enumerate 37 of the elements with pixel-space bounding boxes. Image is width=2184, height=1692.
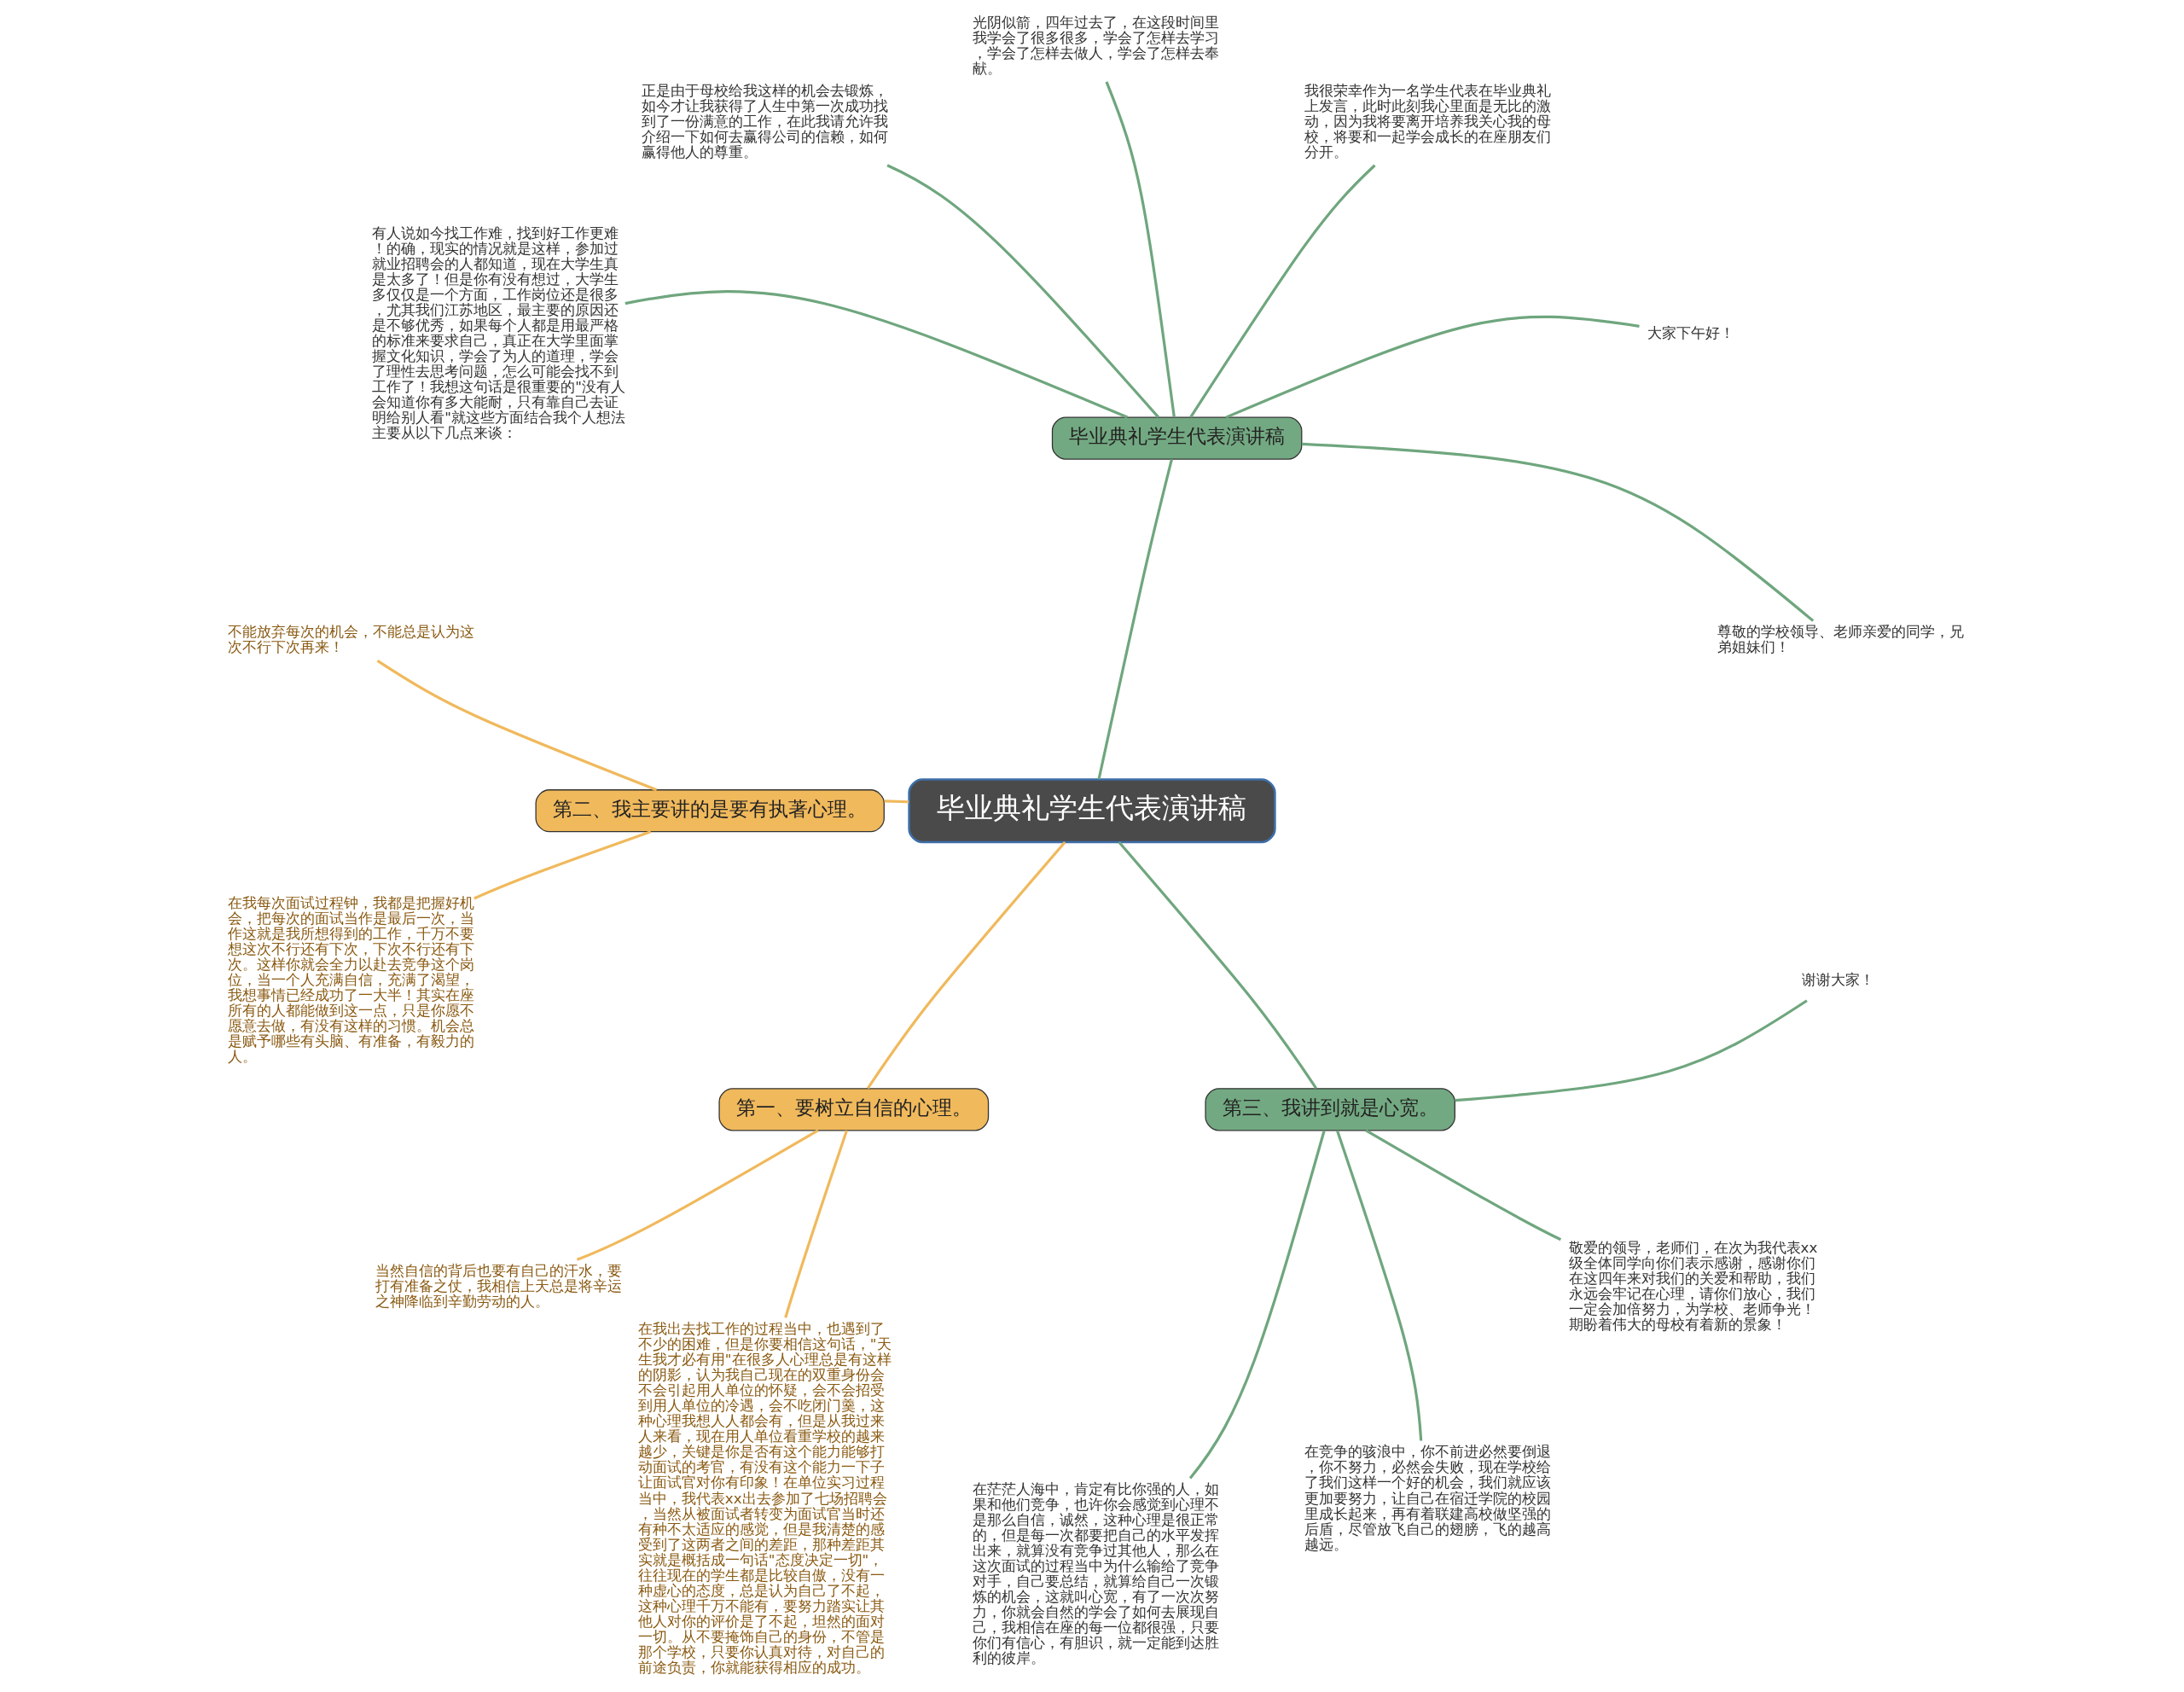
node-text: 光阴似箭，四年过去了，在这段时间里我学会了很多很多，学会了怎样去学习，学会了怎样去做人，学会了怎样去奉献。: [973, 13, 1220, 78]
node-text: 不能放弃每次的机会，不能总是认为这次不行下次再来！: [228, 623, 475, 656]
connector: [576, 1129, 819, 1261]
node-text: 在茫茫人海中，肯定有比你强的人，如果和他们竞争，也许你会感觉到心理不是那么自信，诚然，这种心理是很正常的，但是每一次都要把自己的水平发挥出来，就算没有竞争过其他人，那么在这次面试的过程当中为什么输给了竞争对手，自己要总结，就算给自己一次锻炼的机会，这就叫心宽，有了一次次努力，你就会自然的学会了如何去展现自己，我相信在座的每一位都很强，只要你们有信心，有胆识，就一定能到达胜利的彼岸。: [973, 1480, 1220, 1667]
node-text: 正是由于母校给我这样的机会去锻炼，如今才让我获得了人生中第一次成功找到了一份满意的工作，在此我请允许我介绍一下如何去赢得公司的信赖，如何赢得他人的尊重。: [641, 81, 888, 160]
connector: [1189, 164, 1376, 418]
node-box: 第三、我讲到就是心宽。: [1205, 1088, 1455, 1131]
connector: [473, 830, 652, 900]
connector: [867, 841, 1066, 1090]
connector: [886, 164, 1159, 418]
node-text: 在竞争的骇浪中，你不前进必然要倒退，你不努力，必然会失败，现在学校给了我们这样一个好的机会，我们就应该更加要努力，让自己在宿迁学院的校园里成长起来，再有着联建高校做坚强的后盾，尽管放飞自己的翅膀，飞的越高越远。: [1304, 1443, 1551, 1553]
connector: [1225, 315, 1640, 419]
node-box: 毕业典礼学生代表演讲稿: [908, 778, 1276, 844]
node-text: 在我出去找工作的过程当中，也遇到了不少的困难，但是你要相信这句话，"天生我才必有用"在很多人心理总是有这样的阴影，认为我自己现在的双重身份会不会引起用人单位的怀疑，会不会招受到用人单位的冷遇，会不吃闭门羹，这种心理我想人人都会有，但是从我过来人来看，现在用人单位看重学校的越来越少，关键是你是否有这个能力能够打动面试的考官，有没有这个能力一下子让面试官对你有印象！在单位实习过程当中，我代表xx出去参加了七场招聘会，当然从被面试者转变为面试官当时还有种不太适应的感觉，但是我清楚的感受到了这两者之间的差距，那种差距其实就是概括成一句话"态度决定一切"，往往现在的学生都是比较自傲，没有一种虚心的态度，总是认为自己了不起，这种心理千万不能有，要努力踏实让其他人对你的评价是了不起，坦然的面对一切。从不要掩饰自己的身份，不管是那个学校，只要你认真对待，对自己的前途负责，你就能获得相应的成功。: [637, 1320, 892, 1676]
node-text: 有人说如今找工作难，找到好工作更难！的确，现实的情况就是这样，参加过就业招聘会的人都知道，现在大学生真是太多了！但是你有没有想过，大学生多仅仅是一个方面，工作岗位还是很多，尤其我们江苏地区，最主要的原因还是不够优秀，如果每个人都是用最严格的标准来要求自己，真正在大学里面掌握文化知识，学会了为人的道理，学会了理性去思考问题，怎么可能会找不到工作了！我想这句话是很重要的"没有人会知道你有多大能耐，只有靠自己去证明给别人看"就这些方面结合我个人想法主要从以下几点来谈：: [372, 224, 625, 442]
node-text: 大家下午好！: [1647, 324, 1734, 342]
connector: [1455, 999, 1808, 1102]
node-text: 谢谢大家！: [1801, 970, 1874, 988]
connector: [1097, 458, 1173, 780]
node-box: 毕业典礼学生代表演讲稿: [1051, 416, 1303, 460]
connector: [1118, 841, 1317, 1090]
connector: [624, 290, 1129, 419]
connector: [1365, 1129, 1562, 1241]
connector: [1302, 442, 1815, 622]
connector: [784, 1130, 848, 1318]
node-text: 我很荣幸作为一名学生代表在毕业典礼上发言，此时此刻我心里面是无比的激动，因为我将要离开培养我关心我的母校，将要和一起学会成长的在座朋友们分开。: [1304, 81, 1551, 160]
node-text: 尊敬的学校领导、老师亲爱的同学，兄弟姐妹们！: [1717, 623, 1965, 656]
connector: [884, 799, 909, 804]
connector: [376, 660, 658, 792]
connector: [1105, 81, 1176, 417]
node-box: 第二、我主要讲的是要有执著心理。: [535, 789, 885, 833]
node-text: 敬爱的领导，老师们，在次为我代表xx级全体同学向你们表示感谢，感谢你们在这四年来对我们的关爱和帮助，我们永远会牢记在心理，请你们放心，我们一定会加倍努力，为学校、老师争光！期盼着伟大的母校有着新的景象！: [1568, 1238, 1818, 1334]
node-text: 在我每次面试过程钟，我都是把握好机会，把每次的面试当作是最后一次，当作这就是我所想得到的工作，千万不要想这次不行还有下次，下次不行还有下次。这样你就会全力以赴去竞争这个岗位，当一个人充满自信，充满了渴望，我想事情已经成功了一大半！其实在座所有的人都能做到这一点，只是你愿不愿意去做，有没有这样的习惯。机会总是赋予哪些有头脑、有准备，有毅力的人。: [228, 893, 475, 1066]
node-text: 当然自信的背后也要有自己的汗水，要打有准备之仗，我相信上天总是将辛运之神降临到辛勤劳动的人。: [375, 1261, 623, 1311]
connector: [1336, 1130, 1423, 1441]
node-box: 第一、要树立自信的心理。: [718, 1088, 990, 1131]
connector: [1188, 1130, 1326, 1480]
